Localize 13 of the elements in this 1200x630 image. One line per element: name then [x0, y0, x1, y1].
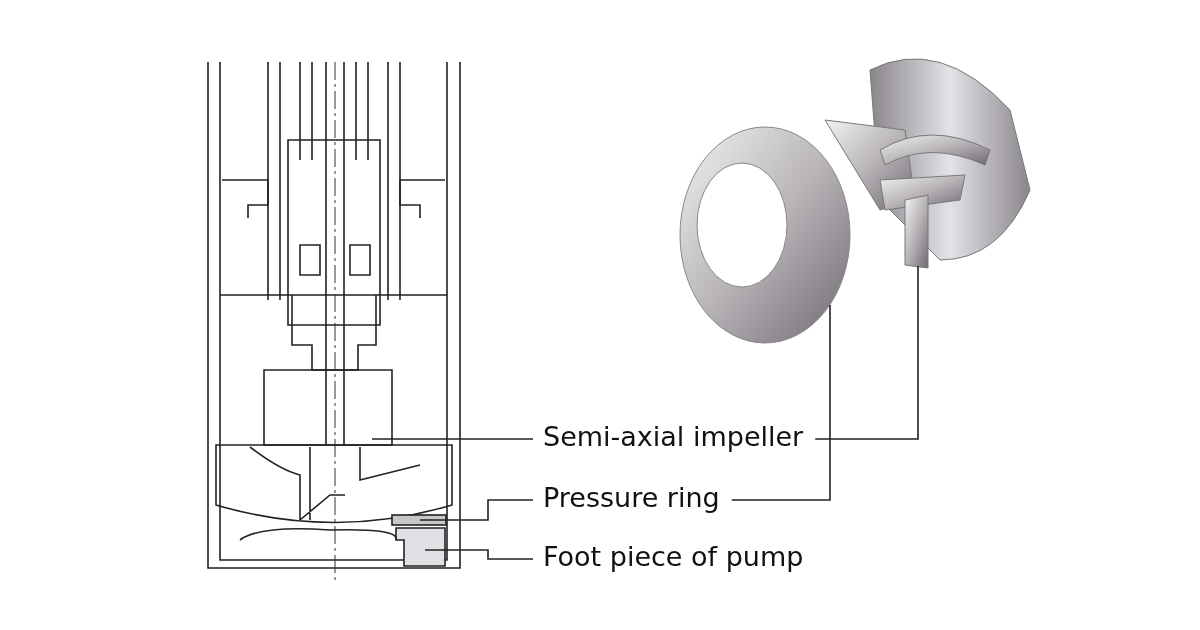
leader-line	[730, 304, 831, 501]
leader-line	[419, 499, 534, 521]
foot-piece-section	[239, 527, 446, 567]
part-label: Semi-axial impeller	[543, 421, 804, 453]
leader-line	[424, 549, 534, 560]
leader-line	[371, 438, 534, 440]
leader-line	[814, 265, 919, 440]
part-label: Pressure ring	[543, 482, 720, 514]
pressure-ring-section	[391, 514, 447, 526]
impeller-drawing	[824, 58, 1031, 269]
part-label: Foot piece of pump	[543, 541, 804, 573]
pressure-ring-drawing	[679, 126, 851, 344]
impeller-section	[215, 444, 453, 524]
